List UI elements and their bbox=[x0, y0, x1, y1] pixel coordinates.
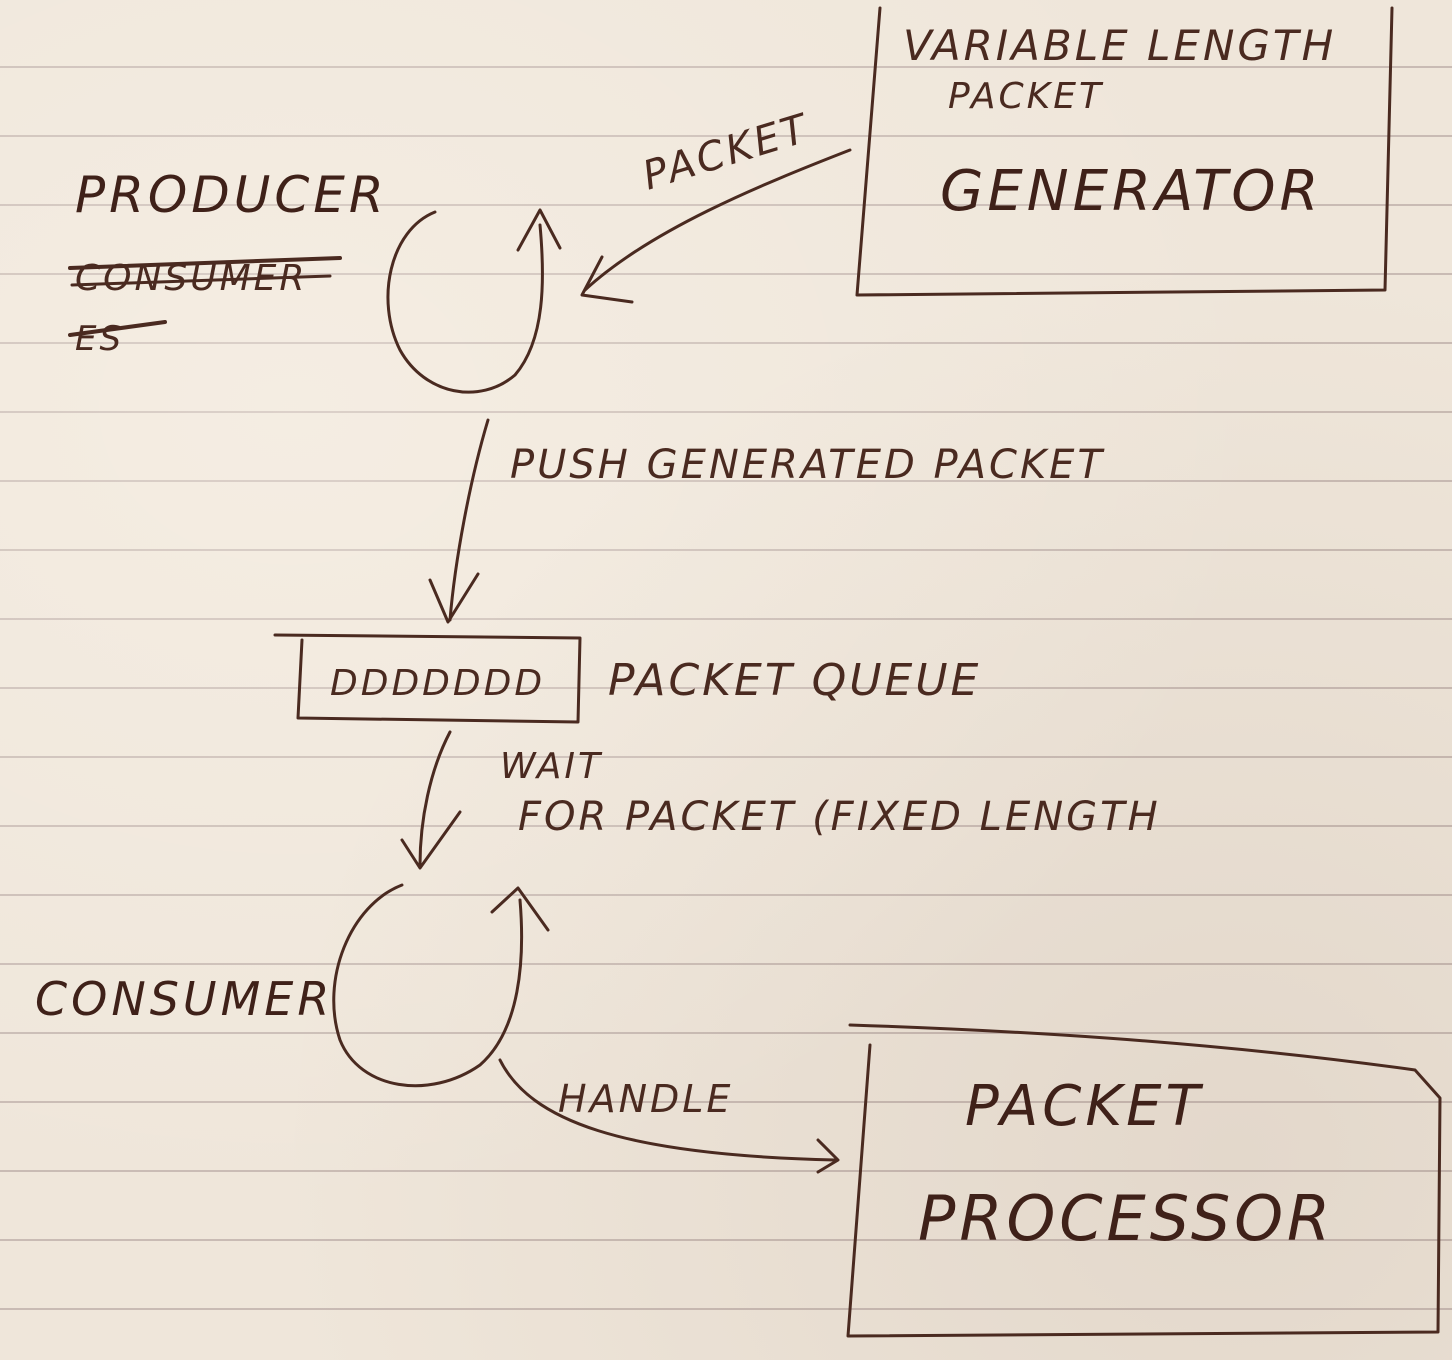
wait-label-line2: FOR PACKET (FIXED LENGTH bbox=[518, 794, 1161, 840]
wait-label-line1: WAIT bbox=[500, 746, 603, 787]
consumer-label: CONSUMER bbox=[35, 972, 333, 1026]
generator-label-line3: GENERATOR bbox=[940, 159, 1322, 224]
wait-edge: WAIT FOR PACKET (FIXED LENGTH bbox=[400, 730, 1161, 870]
consumer-loop-arrowhead bbox=[490, 886, 550, 932]
handle-arrow-line bbox=[498, 1058, 837, 1162]
processor-box bbox=[846, 1023, 1442, 1338]
handle-arrowhead bbox=[816, 1138, 840, 1174]
push-edge: PUSH GENERATED PACKET bbox=[428, 418, 1105, 624]
consumer-loop bbox=[332, 883, 524, 1088]
generator-box bbox=[855, 6, 1394, 297]
packet-edge-label: PACKET bbox=[637, 105, 815, 199]
consumer-node: CONSUMER bbox=[35, 883, 550, 1088]
wait-arrowhead bbox=[400, 810, 462, 870]
handle-edge: HANDLE bbox=[498, 1058, 840, 1174]
generator-label-line1: VARIABLE LENGTH bbox=[903, 21, 1336, 70]
queue-label: PACKET QUEUE bbox=[608, 655, 981, 706]
strike-through-line-2 bbox=[70, 274, 332, 287]
push-edge-label: PUSH GENERATED PACKET bbox=[510, 442, 1105, 488]
producer-loop bbox=[386, 210, 544, 394]
producer-label: PRODUCER bbox=[75, 166, 388, 224]
producer-node: PRODUCER CONSUMER ES bbox=[68, 166, 562, 394]
generator-node: VARIABLE LENGTH PACKET GENERATOR bbox=[855, 6, 1394, 297]
packet-queue-node: DDDDDDD PACKET QUEUE bbox=[273, 633, 981, 724]
packet-arrow-line bbox=[583, 148, 852, 292]
processor-label-line2: PROCESSOR bbox=[918, 1182, 1334, 1255]
queue-cells: DDDDDDD bbox=[330, 663, 545, 704]
push-arrow-line bbox=[448, 418, 490, 622]
processor-label-line1: PACKET bbox=[965, 1074, 1204, 1139]
generator-label-line2: PACKET bbox=[948, 76, 1104, 117]
packet-arrowhead bbox=[580, 255, 634, 304]
processor-node: PACKET PROCESSOR bbox=[846, 1023, 1442, 1338]
strike-through-fragment bbox=[68, 320, 167, 337]
producer-loop-arrowhead bbox=[516, 208, 562, 252]
packet-edge: PACKET bbox=[580, 105, 852, 304]
queue-box bbox=[273, 633, 582, 724]
handle-edge-label: HANDLE bbox=[558, 1077, 733, 1121]
push-arrowhead bbox=[428, 572, 480, 624]
wait-arrow-line bbox=[418, 730, 452, 867]
strike-through-line bbox=[68, 256, 342, 270]
producer-struck-fragment: ES bbox=[75, 319, 124, 359]
